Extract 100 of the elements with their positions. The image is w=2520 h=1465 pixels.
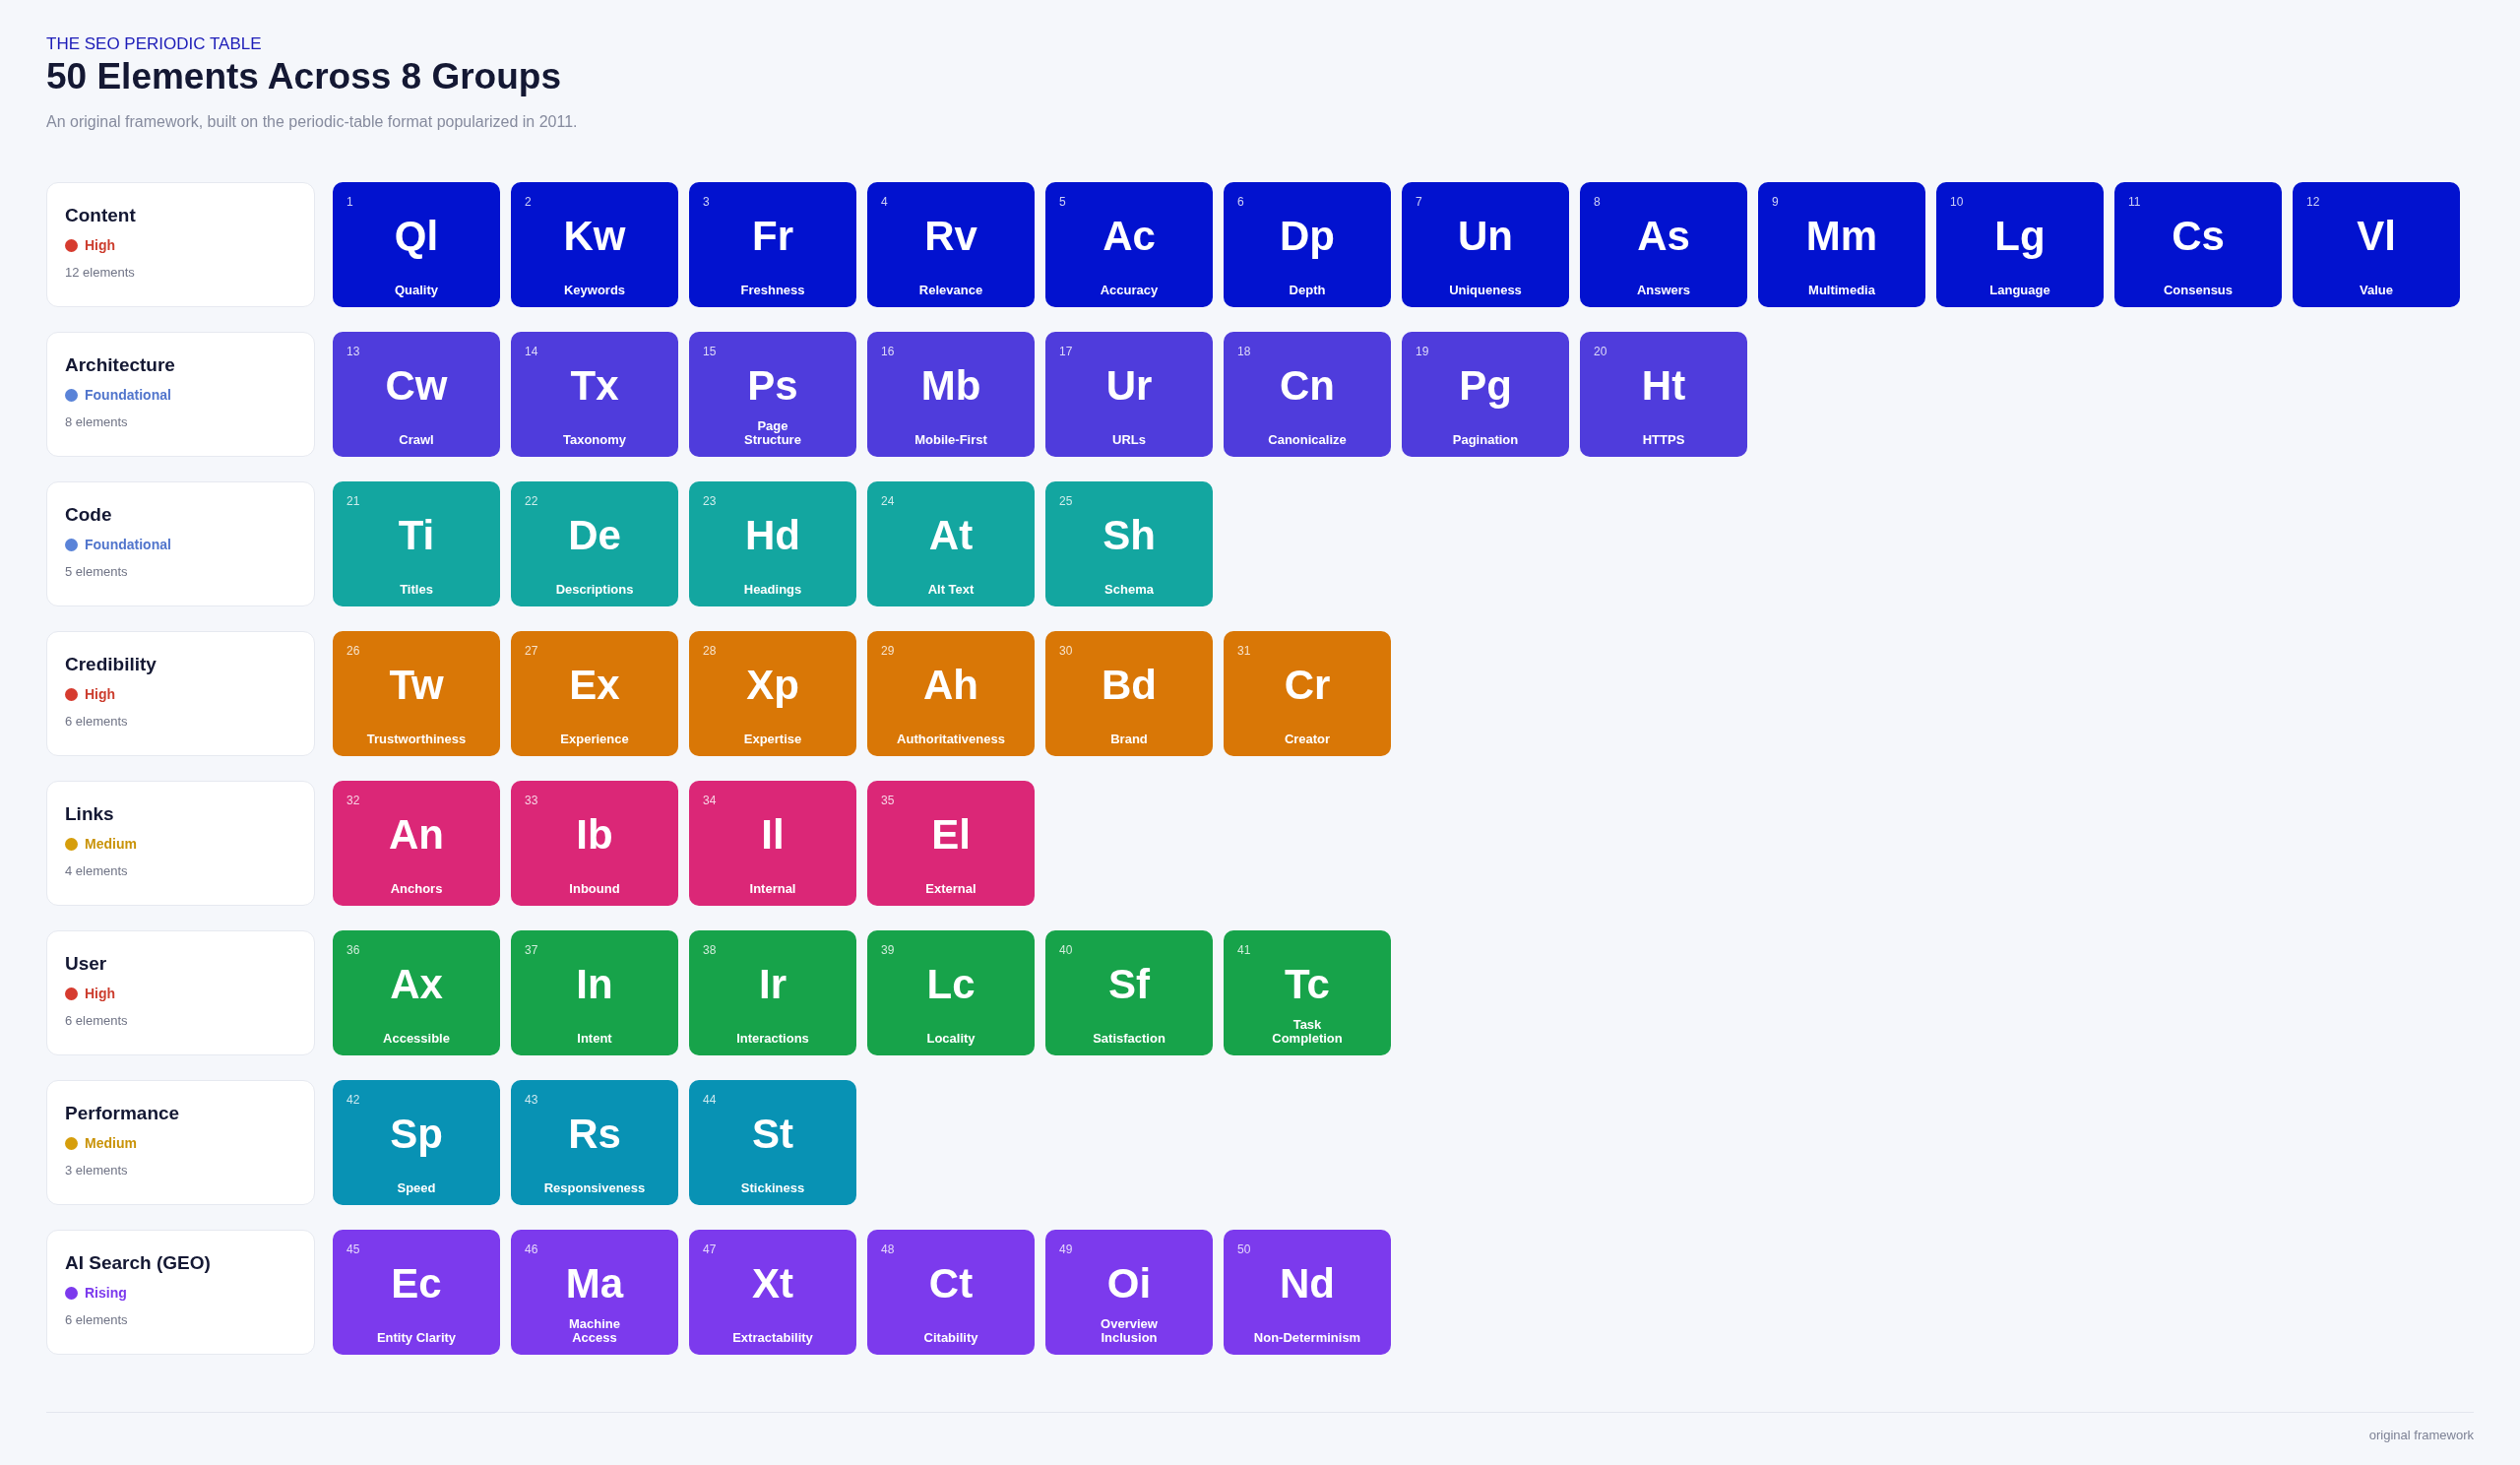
element-symbol: Ex <box>569 664 620 707</box>
group-card <box>46 481 315 606</box>
element-tile <box>867 182 1035 307</box>
group-card <box>46 182 315 307</box>
element-tile <box>511 930 678 1055</box>
element-tile <box>333 1230 500 1355</box>
element-tile <box>689 930 856 1055</box>
element-name: Machine Access <box>568 1317 621 1345</box>
element-name: Trustworthiness <box>366 732 467 746</box>
element-name: Descriptions <box>555 583 634 597</box>
atomic-number: 4 <box>881 195 888 209</box>
atomic-number: 31 <box>1237 644 1251 658</box>
priority-label: High <box>85 986 116 1001</box>
atomic-number: 10 <box>1950 195 1964 209</box>
element-tile <box>333 930 500 1055</box>
element-tile <box>1224 332 1391 457</box>
element-tile <box>1580 182 1747 307</box>
element-name: Titles <box>400 583 433 597</box>
element-tile <box>689 481 856 606</box>
element-name: Depth <box>1289 284 1326 297</box>
element-name: Accuracy <box>1100 284 1159 297</box>
element-symbol: Kw <box>563 215 626 258</box>
group-card <box>46 1230 315 1355</box>
element-tile <box>2293 182 2460 307</box>
element-symbol: Ah <box>923 664 978 707</box>
group-card <box>46 781 315 906</box>
element-name: HTTPS <box>1642 433 1685 447</box>
element-tile <box>867 631 1035 756</box>
element-count: 12 elements <box>65 265 135 281</box>
atomic-number: 45 <box>346 1242 360 1256</box>
page-title: 50 Elements Across 8 Groups <box>46 55 561 98</box>
element-name: Canonicalize <box>1268 433 1347 447</box>
element-symbol: Lg <box>1994 215 2046 258</box>
element-symbol: As <box>1637 215 1690 258</box>
element-tile <box>333 332 500 457</box>
atomic-number: 18 <box>1237 345 1251 358</box>
element-tile <box>1045 1230 1213 1355</box>
atomic-number: 35 <box>881 794 895 807</box>
element-tile <box>1758 182 1925 307</box>
atomic-number: 32 <box>346 794 360 807</box>
element-symbol: Bd <box>1102 664 1157 707</box>
element-symbol: Ib <box>576 813 613 857</box>
group-card <box>46 1080 315 1205</box>
atomic-number: 27 <box>525 644 538 658</box>
element-symbol: Fr <box>752 215 793 258</box>
group-name: Content <box>65 205 136 226</box>
atomic-number: 24 <box>881 494 895 508</box>
element-symbol: Cn <box>1280 364 1335 408</box>
element-symbol: Ma <box>565 1262 624 1306</box>
element-tile <box>867 930 1035 1055</box>
element-name: Consensus <box>2163 284 2234 297</box>
group-name: AI Search (GEO) <box>65 1252 211 1274</box>
element-tile <box>867 781 1035 906</box>
element-count: 6 elements <box>65 714 128 730</box>
element-name: Speed <box>397 1181 436 1195</box>
element-name: Answers <box>1636 284 1691 297</box>
element-symbol: Sh <box>1102 514 1156 557</box>
element-name: Citability <box>923 1331 978 1345</box>
element-tile <box>511 332 678 457</box>
element-symbol: St <box>752 1113 793 1156</box>
element-name: Experience <box>560 732 629 746</box>
element-symbol: Sp <box>390 1113 443 1156</box>
element-tile <box>511 781 678 906</box>
element-tile <box>333 631 500 756</box>
atomic-number: 37 <box>525 943 538 957</box>
element-name: Value <box>2360 284 2393 297</box>
element-symbol: In <box>576 963 613 1006</box>
priority-label: Medium <box>85 836 137 852</box>
element-symbol: Dp <box>1280 215 1335 258</box>
element-symbol: Ql <box>394 215 439 258</box>
element-tile <box>333 1080 500 1205</box>
element-symbol: Xp <box>746 664 799 707</box>
group-name: User <box>65 953 107 975</box>
atomic-number: 30 <box>1059 644 1073 658</box>
element-tile <box>1045 481 1213 606</box>
element-tile <box>867 481 1035 606</box>
element-tile <box>1224 930 1391 1055</box>
atomic-number: 1 <box>346 195 353 209</box>
atomic-number: 46 <box>525 1242 538 1256</box>
element-name: Keywords <box>563 284 626 297</box>
element-name: Satisfaction <box>1093 1032 1166 1046</box>
element-tile <box>1045 631 1213 756</box>
element-tile <box>1045 930 1213 1055</box>
atomic-number: 44 <box>703 1093 717 1107</box>
element-name: Accessible <box>383 1032 450 1046</box>
atomic-number: 7 <box>1416 195 1422 209</box>
element-name: Extractability <box>732 1331 813 1345</box>
element-symbol: Xt <box>752 1262 793 1306</box>
element-tile <box>689 631 856 756</box>
atomic-number: 15 <box>703 345 717 358</box>
element-tile <box>689 182 856 307</box>
element-symbol: Ps <box>747 364 798 408</box>
group-name: Architecture <box>65 354 175 376</box>
atomic-number: 38 <box>703 943 717 957</box>
atomic-number: 2 <box>525 195 532 209</box>
footer-note: original framework <box>2368 1428 2474 1443</box>
element-symbol: Nd <box>1280 1262 1335 1306</box>
atomic-number: 25 <box>1059 494 1073 508</box>
atomic-number: 22 <box>525 494 538 508</box>
element-name: Freshness <box>740 284 805 297</box>
